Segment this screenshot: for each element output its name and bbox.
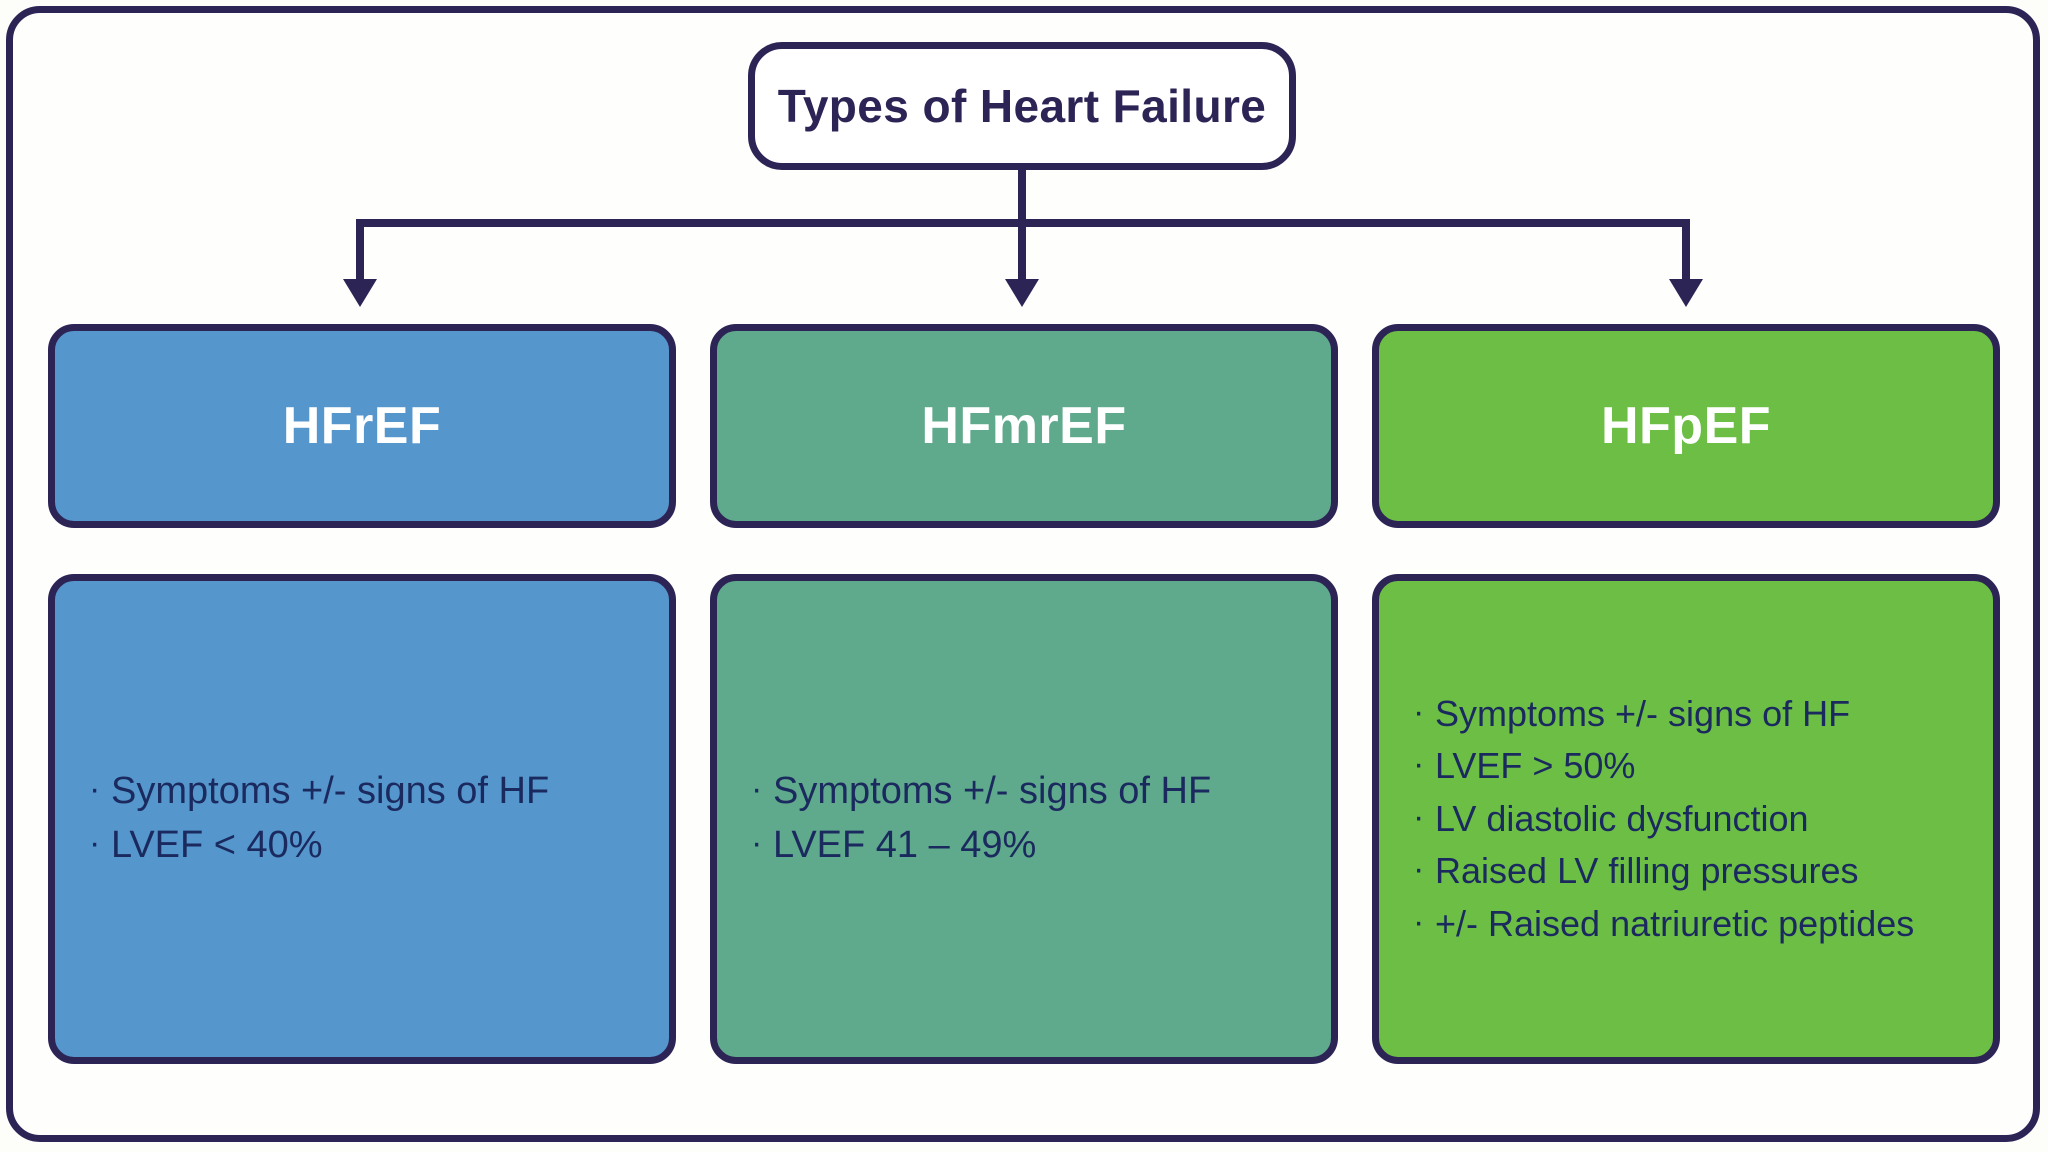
column-hfref: HFrEF · Symptoms +/- signs of HF · LVEF < 4… <box>48 324 676 1064</box>
header-label-hfpef: HFpEF <box>1600 397 1772 455</box>
bullet-list-hfmref: · Symptoms +/- signs of HF · LVEF 41 – 49% <box>751 765 1297 873</box>
category-columns: HFrEF · Symptoms +/- signs of HF · LVEF < 4… <box>48 324 2000 1064</box>
bullet-item: · LVEF > 50% <box>1413 740 1959 793</box>
detail-box-hfpef: · Symptoms +/- signs of HF · LVEF > 50% · LV … <box>1372 574 2000 1064</box>
bullet-dot-icon: · <box>751 824 763 862</box>
arrow-head-icon-hfpef <box>1669 279 1703 307</box>
bullet-dot-icon: · <box>751 770 763 809</box>
bullet-dot-icon: · <box>1413 902 1425 941</box>
arrow-head-icon-hfref <box>343 279 377 307</box>
bullet-text: LVEF > 50% <box>1435 745 1636 787</box>
bullet-dot-icon: · <box>1413 797 1425 836</box>
bullet-item: · Raised LV filling pressures <box>1413 845 1959 898</box>
header-box-hfref: HFrEF <box>48 324 676 528</box>
header-label-hfref: HFrEF <box>282 397 442 455</box>
column-hfpef: HFpEF · Symptoms +/- signs of HF · LVEF > 5… <box>1372 324 2000 1064</box>
bullet-item: · +/- Raised natriuretic peptides <box>1413 898 1959 951</box>
bullet-text: LV diastolic dysfunction <box>1435 797 1809 839</box>
connector-drop-hfref <box>356 219 364 285</box>
bullet-dot-icon: · <box>1413 850 1425 889</box>
header-label-hfmref: HFmrEF <box>921 397 1127 455</box>
bullet-item: · Symptoms +/- signs of HF <box>1413 688 1959 741</box>
bullet-text: +/- Raised natriuretic peptides <box>1435 902 1915 944</box>
bullet-item: · Symptoms +/- signs of HF <box>751 765 1297 819</box>
bullet-dot-icon: · <box>89 770 101 809</box>
bullet-text: Raised LV filling pressures <box>1435 850 1859 892</box>
header-box-hfpef: HFpEF <box>1372 324 2000 528</box>
detail-box-hfmref: · Symptoms +/- signs of HF · LVEF 41 – 49% <box>710 574 1338 1064</box>
bullet-item: · LVEF < 40% <box>89 819 635 873</box>
bullet-dot-icon: · <box>89 824 101 862</box>
bullet-text: Symptoms +/- signs of HF <box>773 770 1212 813</box>
connector-drop-hfmref <box>1018 219 1026 285</box>
bullet-item: · LVEF 41 – 49% <box>751 819 1297 873</box>
bullet-text: LVEF < 40% <box>111 824 323 866</box>
bullet-dot-icon: · <box>1413 745 1425 784</box>
page-title: Types of Heart Failure <box>777 80 1267 132</box>
connector-stem <box>1018 170 1026 226</box>
diagram-title-box: Types of Heart Failure <box>748 42 1296 170</box>
bullet-item: · Symptoms +/- signs of HF <box>89 765 635 819</box>
bullet-list-hfref: · Symptoms +/- signs of HF · LVEF < 40% <box>89 765 635 873</box>
bullet-dot-icon: · <box>1413 692 1425 731</box>
connector-drop-hfpef <box>1682 219 1690 285</box>
bullet-text: Symptoms +/- signs of HF <box>1435 692 1851 734</box>
bullet-item: · LV diastolic dysfunction <box>1413 793 1959 846</box>
detail-box-hfref: · Symptoms +/- signs of HF · LVEF < 40% <box>48 574 676 1064</box>
bullet-text: LVEF 41 – 49% <box>773 824 1037 866</box>
bullet-list-hfpef: · Symptoms +/- signs of HF · LVEF > 50% · LV … <box>1413 688 1959 951</box>
arrow-head-icon-hfmref <box>1005 279 1039 307</box>
bullet-text: Symptoms +/- signs of HF <box>111 770 550 813</box>
header-box-hfmref: HFmrEF <box>710 324 1338 528</box>
column-hfmref: HFmrEF · Symptoms +/- signs of HF · LVEF 41… <box>710 324 1338 1064</box>
